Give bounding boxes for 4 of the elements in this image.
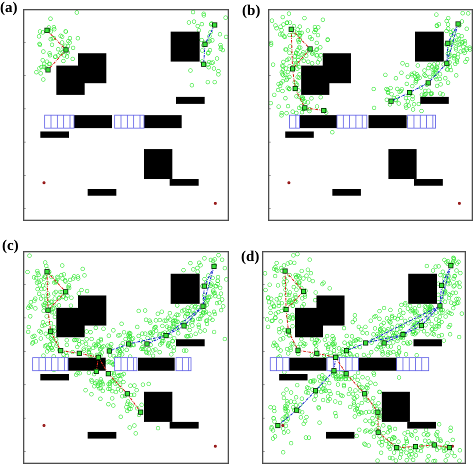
panel-label: (c) bbox=[2, 239, 19, 254]
panel-label: (d) bbox=[241, 250, 260, 265]
panel-label: (a) bbox=[0, 1, 18, 16]
panel-label: (b) bbox=[242, 4, 260, 19]
